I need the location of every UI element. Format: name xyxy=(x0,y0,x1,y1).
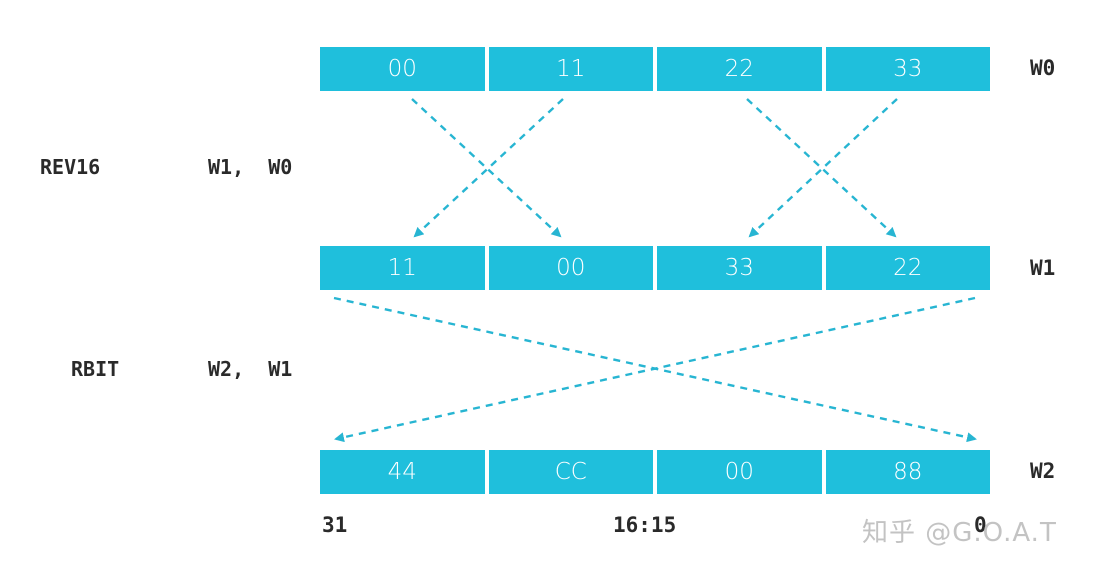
bit-position-0: 0 xyxy=(974,513,987,537)
instruction-2-operands: W2, W1 xyxy=(208,357,293,381)
w2-byte-cell: 88 xyxy=(825,450,990,494)
arrow-w1-right-to-w2-left xyxy=(334,296,976,443)
w2-byte-cell: 44 xyxy=(320,450,485,494)
register-label-w2: W2 xyxy=(1030,459,1056,483)
w0-byte-cell: 00 xyxy=(320,47,485,91)
w0-byte-cell: 11 xyxy=(488,47,653,91)
arrow-w0b0-to-w1b1 xyxy=(411,98,562,238)
w1-byte-cell: 00 xyxy=(488,246,653,290)
arrow-w0b1-to-w1b0 xyxy=(413,98,564,238)
register-w0-bytes: 00 11 22 33 xyxy=(320,47,990,91)
w1-byte-cell: 11 xyxy=(320,246,485,290)
register-w1-bytes: 11 00 33 22 xyxy=(320,246,990,290)
arrow-w0b2-to-w1b3 xyxy=(746,98,897,238)
instruction-1-mnemonic: REV16 xyxy=(40,155,101,179)
instruction-1-operands: W1, W0 xyxy=(208,155,293,179)
bit-position-16-15: 16:15 xyxy=(613,513,677,537)
register-label-w0: W0 xyxy=(1030,56,1056,80)
w1-byte-cell: 33 xyxy=(657,246,822,290)
register-label-w1: W1 xyxy=(1030,256,1056,280)
watermark: 知乎 @G.O.A.T xyxy=(862,518,1057,548)
instruction-2-mnemonic: RBIT xyxy=(71,357,120,381)
w0-byte-cell: 22 xyxy=(657,47,822,91)
register-w2-bytes: 44 CC 00 88 xyxy=(320,450,990,494)
w1-byte-cell: 22 xyxy=(825,246,990,290)
w2-byte-cell: 00 xyxy=(657,450,822,494)
w0-byte-cell: 33 xyxy=(825,47,990,91)
w2-byte-cell: CC xyxy=(488,450,653,494)
arrow-w0b3-to-w1b2 xyxy=(748,98,898,238)
bit-position-31: 31 xyxy=(322,513,348,537)
